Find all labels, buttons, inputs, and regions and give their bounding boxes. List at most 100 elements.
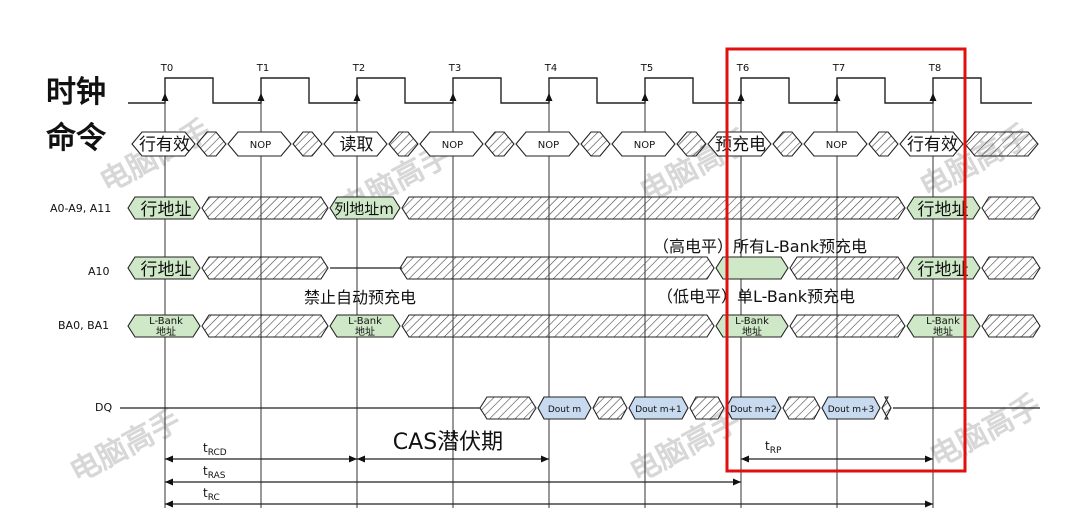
command-dont-care bbox=[868, 131, 899, 157]
dq-data-label: Dout m bbox=[548, 405, 581, 415]
command-dont-care bbox=[196, 131, 227, 157]
command-box bbox=[227, 131, 292, 157]
clock-tick-label: T4 bbox=[544, 63, 557, 74]
bank-address-label: L-Bank bbox=[348, 316, 382, 327]
watermark-text: 电脑高手 bbox=[924, 388, 1046, 475]
address-valid-cell bbox=[329, 196, 401, 220]
command-nop: NOP bbox=[227, 131, 292, 157]
a10-low-note: （低电平）单L-Bank预充电 bbox=[657, 287, 855, 306]
bank-dont-care bbox=[401, 314, 715, 338]
dq-data-label: Dout m+2 bbox=[730, 405, 777, 415]
a10-dont-care bbox=[981, 256, 1041, 280]
clock-edge-arrow bbox=[833, 93, 841, 101]
command-dont-care bbox=[964, 131, 1039, 157]
clock-tick-label: T2 bbox=[352, 63, 365, 74]
row-label-command: 命令 bbox=[46, 121, 107, 156]
dq-data-cell bbox=[628, 396, 689, 420]
dq-data-label: Dout m+3 bbox=[828, 405, 875, 415]
clock-edge-arrow bbox=[929, 93, 937, 101]
trcd-label: tRCD bbox=[203, 441, 227, 458]
command-label: 行有效 bbox=[907, 135, 958, 155]
dq-transition bbox=[881, 396, 892, 420]
clock-tick-label: T7 bbox=[832, 63, 845, 74]
clock-tick-label: T1 bbox=[256, 63, 269, 74]
command-box bbox=[131, 131, 196, 157]
trc-interval bbox=[165, 500, 933, 508]
command-cell: 读取 bbox=[323, 131, 388, 157]
a10-disable-auto-note: 禁止自动预充电 bbox=[304, 288, 416, 307]
command-box bbox=[803, 131, 868, 157]
a10-valid-cell bbox=[715, 256, 789, 280]
address-dont-care bbox=[981, 196, 1041, 220]
bank-address-label: L-Bank bbox=[735, 316, 769, 327]
clock-edge-arrow bbox=[449, 93, 457, 101]
command-box bbox=[611, 131, 676, 157]
command-label: 预充电 bbox=[715, 135, 766, 155]
bank-address-label: 地址 bbox=[355, 325, 375, 338]
command-label: NOP bbox=[442, 140, 463, 151]
command-dont-care bbox=[484, 131, 515, 157]
address-row: 行地址 列地址m 行地址 bbox=[127, 196, 1041, 220]
bank-address-label: 地址 bbox=[156, 325, 176, 338]
dq-data-cell bbox=[821, 396, 881, 420]
address-row-label: 行地址 bbox=[918, 200, 969, 220]
bank-address-label: 地址 bbox=[742, 325, 762, 338]
watermark-text: 电脑高手 bbox=[64, 403, 186, 490]
command-row: 行有效 NOP 读取 NOP NOP NOP 预充电 NOP 行有效 bbox=[131, 131, 1039, 157]
command-label: 行有效 bbox=[139, 135, 190, 155]
a10-high-note: （高电平）所有L-Bank预充电 bbox=[653, 237, 867, 256]
address-row-label: 行地址 bbox=[141, 200, 192, 220]
command-dont-care bbox=[292, 131, 323, 157]
bank-dont-care bbox=[981, 314, 1041, 338]
clock-signal bbox=[128, 77, 1032, 104]
bank-dont-care bbox=[201, 314, 329, 338]
clock-tick-label: T3 bbox=[448, 63, 461, 74]
a10-dont-care bbox=[201, 256, 329, 280]
clock-edge-arrow bbox=[353, 93, 361, 101]
address-valid-cell bbox=[127, 196, 201, 220]
command-cell: 行有效 bbox=[899, 131, 964, 157]
a10-valid-cell bbox=[127, 256, 201, 280]
bank-valid-cell bbox=[715, 314, 789, 338]
dq-data-cell bbox=[725, 396, 782, 420]
command-label: 读取 bbox=[340, 135, 374, 155]
address-valid-cell bbox=[906, 196, 981, 220]
address-col-label: 列地址m bbox=[334, 200, 394, 218]
command-box bbox=[899, 131, 964, 157]
bank-address-label: L-Bank bbox=[926, 316, 960, 327]
clock-edge-arrow bbox=[545, 93, 553, 101]
watermark-layer: 电脑高手电脑高手电脑高手电脑高手电脑高手电脑高手电脑高手 bbox=[64, 113, 1046, 490]
a10-row-label: 行地址 bbox=[918, 260, 969, 280]
command-label: NOP bbox=[826, 140, 847, 151]
command-cell: 行有效 bbox=[131, 131, 196, 157]
trp-interval bbox=[741, 455, 933, 463]
dq-row: Dout m Dout m+1 Dout m+2 Dout m+3 bbox=[120, 396, 1040, 420]
clock-tick-label: T8 bbox=[928, 63, 941, 74]
row-label-dq: DQ bbox=[95, 401, 112, 414]
cas-latency-interval bbox=[357, 455, 549, 463]
bank-address-label: L-Bank bbox=[149, 316, 183, 327]
clock-edge-arrow bbox=[257, 93, 265, 101]
dq-transition bbox=[479, 396, 537, 420]
row-label-clock: 时钟 bbox=[46, 75, 106, 110]
clock-tick-label: T5 bbox=[640, 63, 653, 74]
trp-label: tRP bbox=[765, 439, 782, 456]
command-dont-care bbox=[676, 131, 707, 157]
command-nop: NOP bbox=[419, 131, 484, 157]
dq-data-label: Dout m+1 bbox=[635, 405, 682, 415]
row-label-a10: A10 bbox=[88, 265, 110, 278]
command-label: NOP bbox=[634, 140, 655, 151]
trc-label: tRC bbox=[203, 486, 220, 503]
dq-transition bbox=[782, 396, 821, 420]
precharge-highlight-box bbox=[725, 47, 967, 473]
dq-transition bbox=[592, 396, 628, 420]
a10-row-label: 行地址 bbox=[141, 260, 192, 280]
clock-tick-label: T0 bbox=[160, 63, 173, 74]
tick-gridlines bbox=[164, 88, 934, 508]
bank-valid-cell bbox=[127, 314, 201, 338]
command-label: NOP bbox=[538, 140, 559, 151]
